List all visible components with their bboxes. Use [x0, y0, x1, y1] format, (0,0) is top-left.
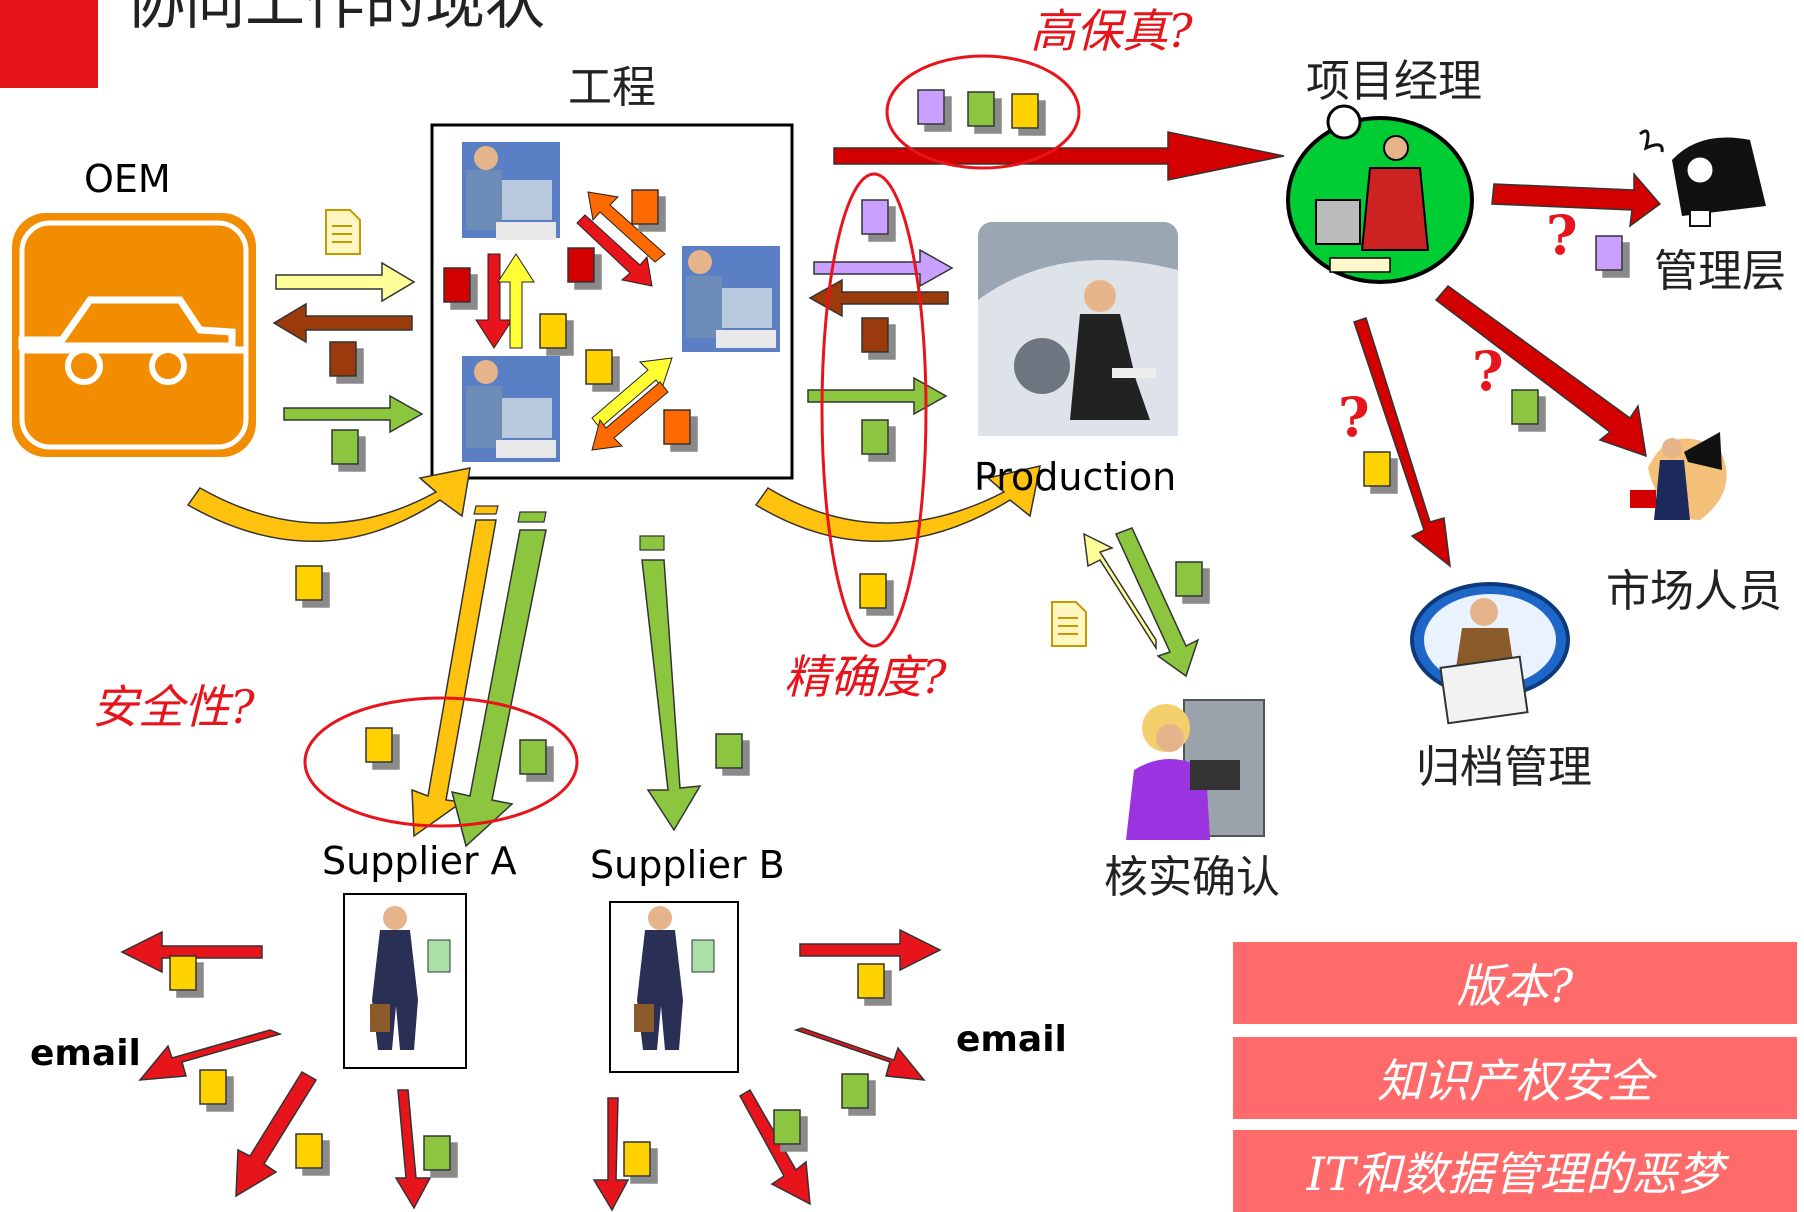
project-manager-icon — [1286, 104, 1474, 284]
verification-icon — [1120, 698, 1265, 840]
email-label-left: email — [30, 1033, 141, 1074]
verification-label: 核实确认 — [1104, 852, 1280, 903]
email-arrows — [120, 928, 942, 1212]
security-question: 安全性? — [92, 680, 255, 734]
engineer-workstation-icon — [682, 246, 780, 352]
engineering-to-supplier-arrows — [411, 505, 702, 848]
issue-box-ip-security: 知识产权安全 — [1233, 1037, 1797, 1119]
question-highlight-ellipses — [303, 54, 1081, 828]
question-mark: ? — [1546, 203, 1578, 267]
issue-box-it-data-nightmare: IT和数据管理的恶梦 — [1233, 1130, 1797, 1212]
production-verification-arrows — [1083, 527, 1200, 678]
oem-engineering-arrows — [272, 261, 424, 434]
note-page-icon — [1051, 601, 1087, 647]
email-label-right: email — [956, 1019, 1067, 1060]
management-icon — [1639, 129, 1766, 227]
note-page-icon — [325, 209, 361, 255]
engineering-label: 工程 — [568, 62, 656, 113]
management-label: 管理层 — [1654, 246, 1786, 297]
oem-label: OEM — [84, 157, 171, 201]
issue-box-version: 版本? — [1233, 942, 1797, 1024]
fidelity-question: 高保真? — [1030, 4, 1193, 58]
engineering-to-pm-arrow — [833, 131, 1285, 181]
marketing-icon — [1630, 432, 1727, 520]
internal-arrow — [475, 191, 673, 451]
archive-label: 归档管理 — [1416, 742, 1592, 793]
production-worker-image — [978, 222, 1178, 436]
slide-title: 协同工作的现状 — [125, 0, 545, 38]
question-mark: ? — [1338, 385, 1370, 449]
document-icons — [169, 89, 1623, 1177]
project-manager-label: 项目经理 — [1306, 56, 1482, 107]
pm-distribution-arrows — [1353, 171, 1662, 568]
archive-icon — [1410, 582, 1570, 725]
oem-car-icon — [12, 213, 256, 457]
engineer-workstation-icon — [462, 356, 560, 462]
production-label: Production — [974, 455, 1177, 499]
supplier-a-label: Supplier A — [322, 839, 517, 883]
precision-question: 精确度? — [784, 650, 947, 704]
marketing-label: 市场人员 — [1606, 566, 1782, 617]
title-accent-block — [0, 0, 98, 88]
engineer-workstation-icon — [462, 142, 560, 240]
supplier-b-label: Supplier B — [590, 843, 785, 887]
businessman-icon — [634, 906, 715, 1050]
question-mark: ? — [1472, 339, 1504, 403]
businessman-icon — [370, 906, 451, 1050]
